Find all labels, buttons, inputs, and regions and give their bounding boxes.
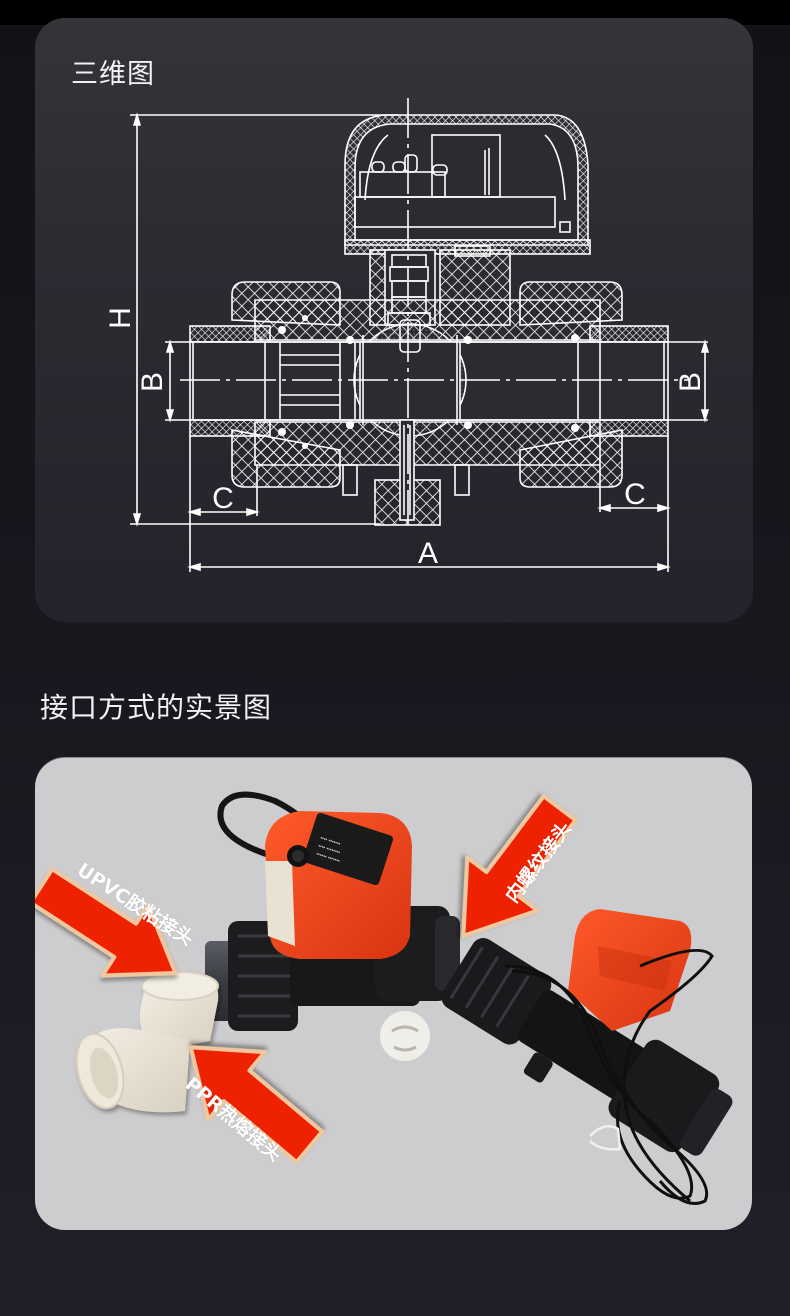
valve-photo-illustration: ▪▪▪▪ ▪▪▪▪▪▪▪ ▪▪▪▪ ▪▪▪▪▪▪▪▪ ▪▪▪▪▪▪ ▪▪▪▪▪▪… — [35, 791, 733, 1205]
dimension-label-c-left: C — [212, 482, 234, 515]
diagram-card: 三维图 — [35, 18, 753, 622]
connection-photo-card: ▪▪▪▪ ▪▪▪▪▪▪▪ ▪▪▪▪ ▪▪▪▪▪▪▪▪ ▪▪▪▪▪▪ ▪▪▪▪▪▪… — [35, 757, 752, 1230]
dimension-label-c-right: C — [624, 478, 646, 511]
dimension-label-a: A — [418, 537, 438, 570]
dimension-label-b-left: B — [136, 372, 169, 392]
dimension-label-h: H — [104, 307, 137, 329]
dimension-label-b-right: B — [674, 372, 707, 392]
connection-photo-title: 接口方式的实景图 — [40, 691, 273, 724]
diagram-card-title: 三维图 — [71, 59, 155, 90]
valve-cross-section-diagram: H B B C C A — [104, 98, 710, 572]
